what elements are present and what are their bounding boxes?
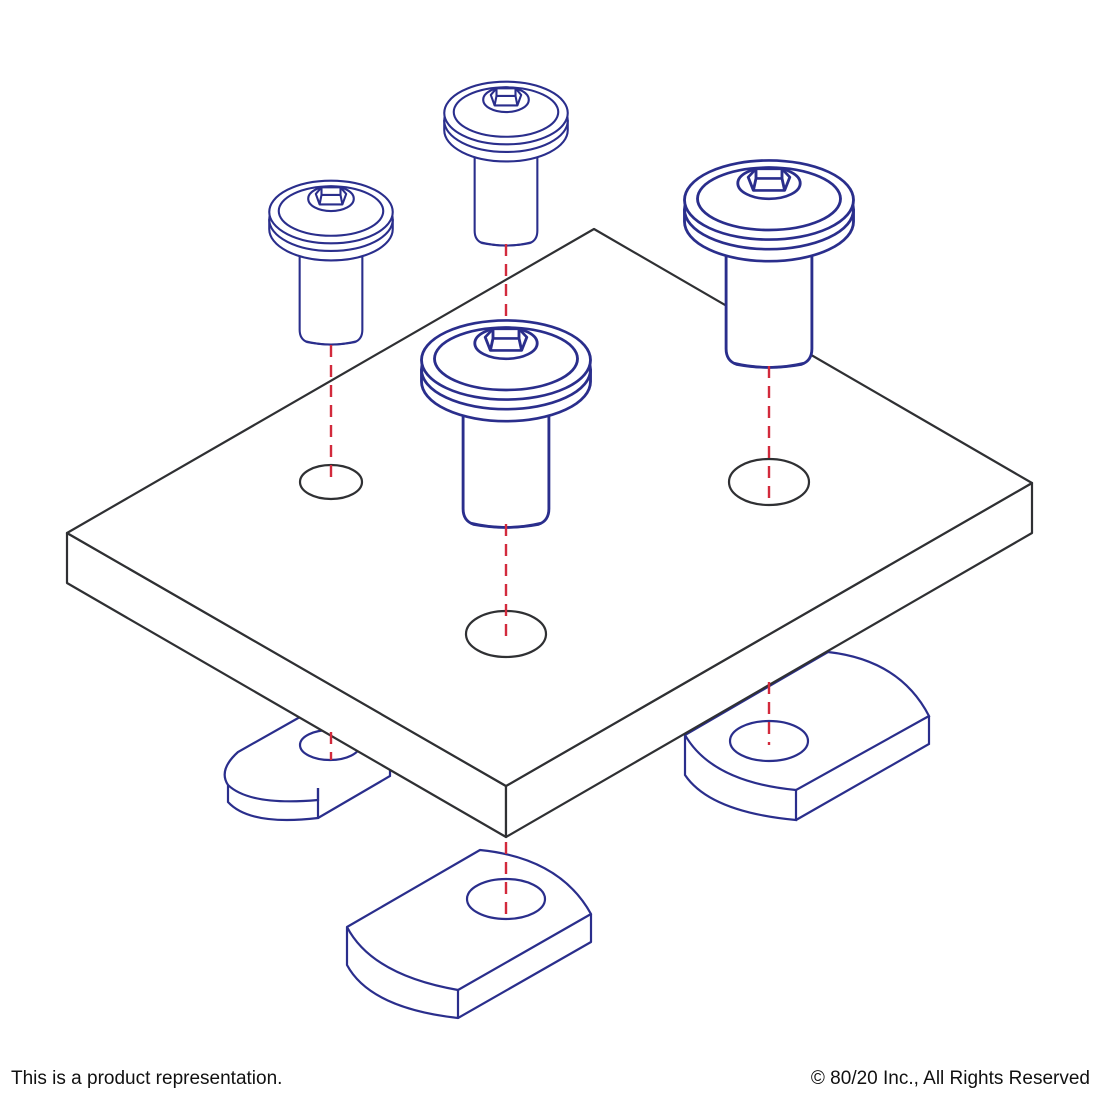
disclaimer-text: This is a product representation. [11,1068,283,1089]
t-nut-front [345,848,593,1020]
screw-back-left [268,179,394,346]
assembly-axis-lines [329,244,771,918]
plate-hole-right [727,457,811,507]
mounting-plate [65,227,1034,839]
t-nut-back-right [683,650,931,822]
screw-back-center [443,80,569,247]
copyright-text: © 80/20 Inc., All Rights Reserved [810,1068,1090,1089]
exploded-assembly-diagram [65,80,1034,1020]
